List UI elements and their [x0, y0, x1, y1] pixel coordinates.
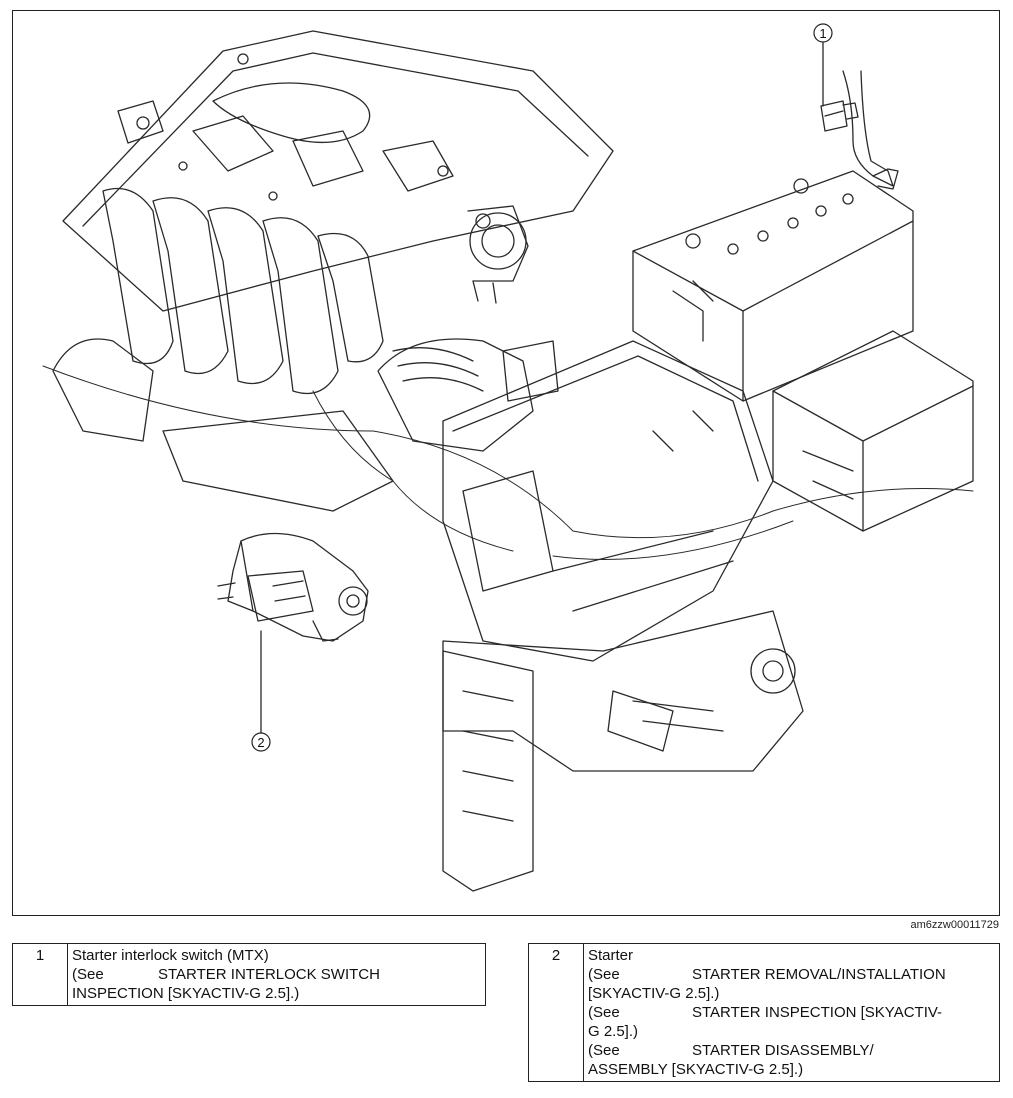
- starter-motor-drawing: [217, 532, 369, 642]
- reference-link-continued[interactable]: ASSEMBLY [SKYACTIV-G 2.5].): [588, 1061, 804, 1078]
- relay-box-drawing: [772, 330, 974, 532]
- legend-description: Starter interlock switch (MTX) (See START…: [67, 943, 486, 1006]
- callout-2-label: 2: [257, 735, 264, 750]
- intake-manifold-drawing: [52, 187, 394, 512]
- see-label: (See: [588, 1042, 620, 1059]
- engine-diagram: 1 2: [12, 10, 1000, 916]
- see-label: (See: [588, 966, 620, 983]
- legend-number: 1: [12, 943, 68, 1006]
- legend-table-1: 1 Starter interlock switch (MTX) (See STA…: [12, 943, 486, 1006]
- legend-description: Starter (See STARTER REMOVAL/INSTALLATION…: [583, 943, 1000, 1082]
- legend-reference: (See STARTER INSPECTION [SKYACTIV-: [588, 1003, 995, 1022]
- see-label: (See: [72, 966, 104, 983]
- air-cleaner-drawing: [377, 338, 774, 662]
- legend-reference: (See STARTER REMOVAL/INSTALLATION: [588, 965, 995, 984]
- legend-reference: (See STARTER INTERLOCK SWITCH: [72, 965, 481, 984]
- reference-link[interactable]: STARTER DISASSEMBLY/: [692, 1042, 874, 1059]
- harness-drawing: [42, 365, 974, 560]
- reference-link-continued[interactable]: [SKYACTIV-G 2.5].): [588, 985, 720, 1002]
- legend-title: Starter: [588, 947, 634, 964]
- throttle-body-drawing: [467, 205, 529, 304]
- legend-title: Starter interlock switch (MTX): [72, 947, 269, 964]
- reference-link[interactable]: STARTER REMOVAL/INSTALLATION: [692, 966, 946, 983]
- reference-link[interactable]: STARTER INSPECTION [SKYACTIV-: [692, 1004, 943, 1021]
- battery-drawing: [632, 170, 914, 402]
- reference-link-continued[interactable]: G 2.5].): [588, 1023, 639, 1040]
- reference-link[interactable]: STARTER INTERLOCK SWITCH: [158, 966, 380, 983]
- engine-illustration: 1 2: [42, 23, 974, 892]
- callout-1: 1: [813, 23, 833, 43]
- legend-table-2: 2 Starter (See STARTER REMOVAL/INSTALLATI…: [528, 943, 1000, 1082]
- engine-cover-drawing: [62, 30, 614, 312]
- interlock-switch-drawing: [820, 70, 899, 190]
- callout-1-label: 1: [819, 26, 826, 41]
- legend-reference: (See STARTER DISASSEMBLY/: [588, 1041, 995, 1060]
- callout-2: 2: [251, 732, 271, 752]
- transmission-drawing: [442, 610, 804, 892]
- see-label: (See: [588, 1004, 620, 1021]
- reference-link-continued[interactable]: INSPECTION [SKYACTIV-G 2.5].): [72, 985, 300, 1002]
- legend-number: 2: [528, 943, 584, 1082]
- figure-id: am6zzw00011729: [910, 919, 999, 931]
